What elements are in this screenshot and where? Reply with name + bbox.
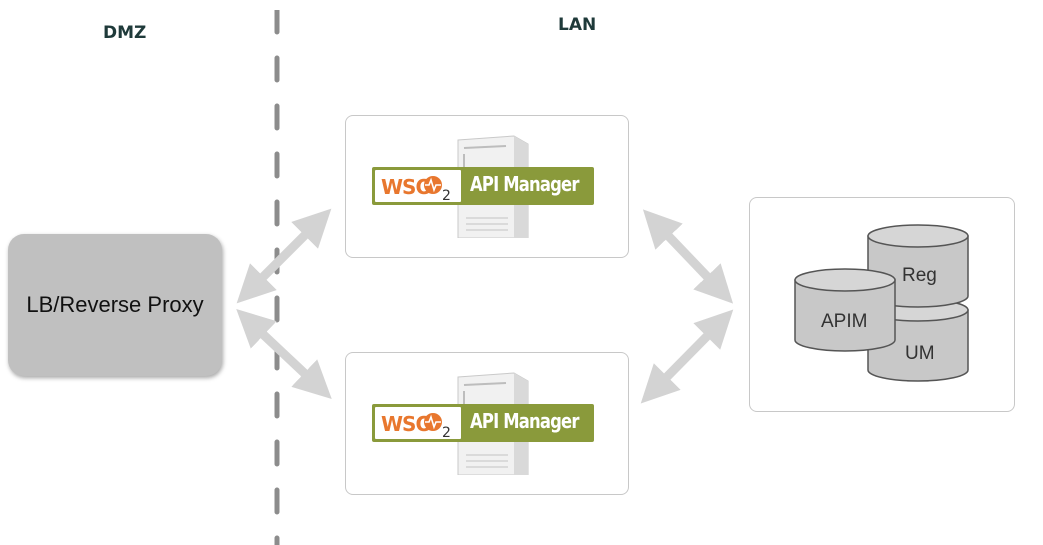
api-manager-badge: WSO 2 API Manager [372, 167, 594, 205]
arrow-proxy-to-server-1 [236, 208, 332, 304]
svg-text:2: 2 [442, 188, 451, 202]
lan-zone-label: LAN [558, 15, 597, 35]
api-manager-node-1: WSO 2 API Manager [345, 115, 629, 258]
svg-text:2: 2 [442, 425, 451, 439]
apim-database-icon [794, 268, 896, 352]
dmz-lan-divider [274, 10, 280, 545]
svg-text:WSO: WSO [381, 175, 431, 199]
api-manager-title: API Manager [470, 409, 579, 433]
api-manager-badge: WSO 2 API Manager [372, 404, 594, 442]
wso2-logo: WSO 2 [375, 407, 461, 439]
apim-database-label: APIM [821, 311, 868, 332]
api-manager-node-2: WSO 2 API Manager [345, 352, 629, 495]
wso2-logo: WSO 2 [375, 170, 461, 202]
database-cluster: Reg APIM UM [749, 197, 1015, 412]
arrow-server-2-to-db [640, 309, 734, 404]
lb-reverse-proxy-label: LB/Reverse Proxy [26, 292, 204, 317]
svg-text:WSO: WSO [381, 412, 431, 436]
arrow-server-1-to-db [642, 209, 734, 304]
um-database-label: UM [905, 343, 935, 364]
arrow-proxy-to-server-2 [236, 309, 332, 399]
dmz-zone-label: DMZ [103, 23, 147, 43]
reg-database-label: Reg [902, 265, 937, 286]
api-manager-title: API Manager [470, 172, 579, 196]
lb-reverse-proxy-node: LB/Reverse Proxy [8, 234, 222, 376]
